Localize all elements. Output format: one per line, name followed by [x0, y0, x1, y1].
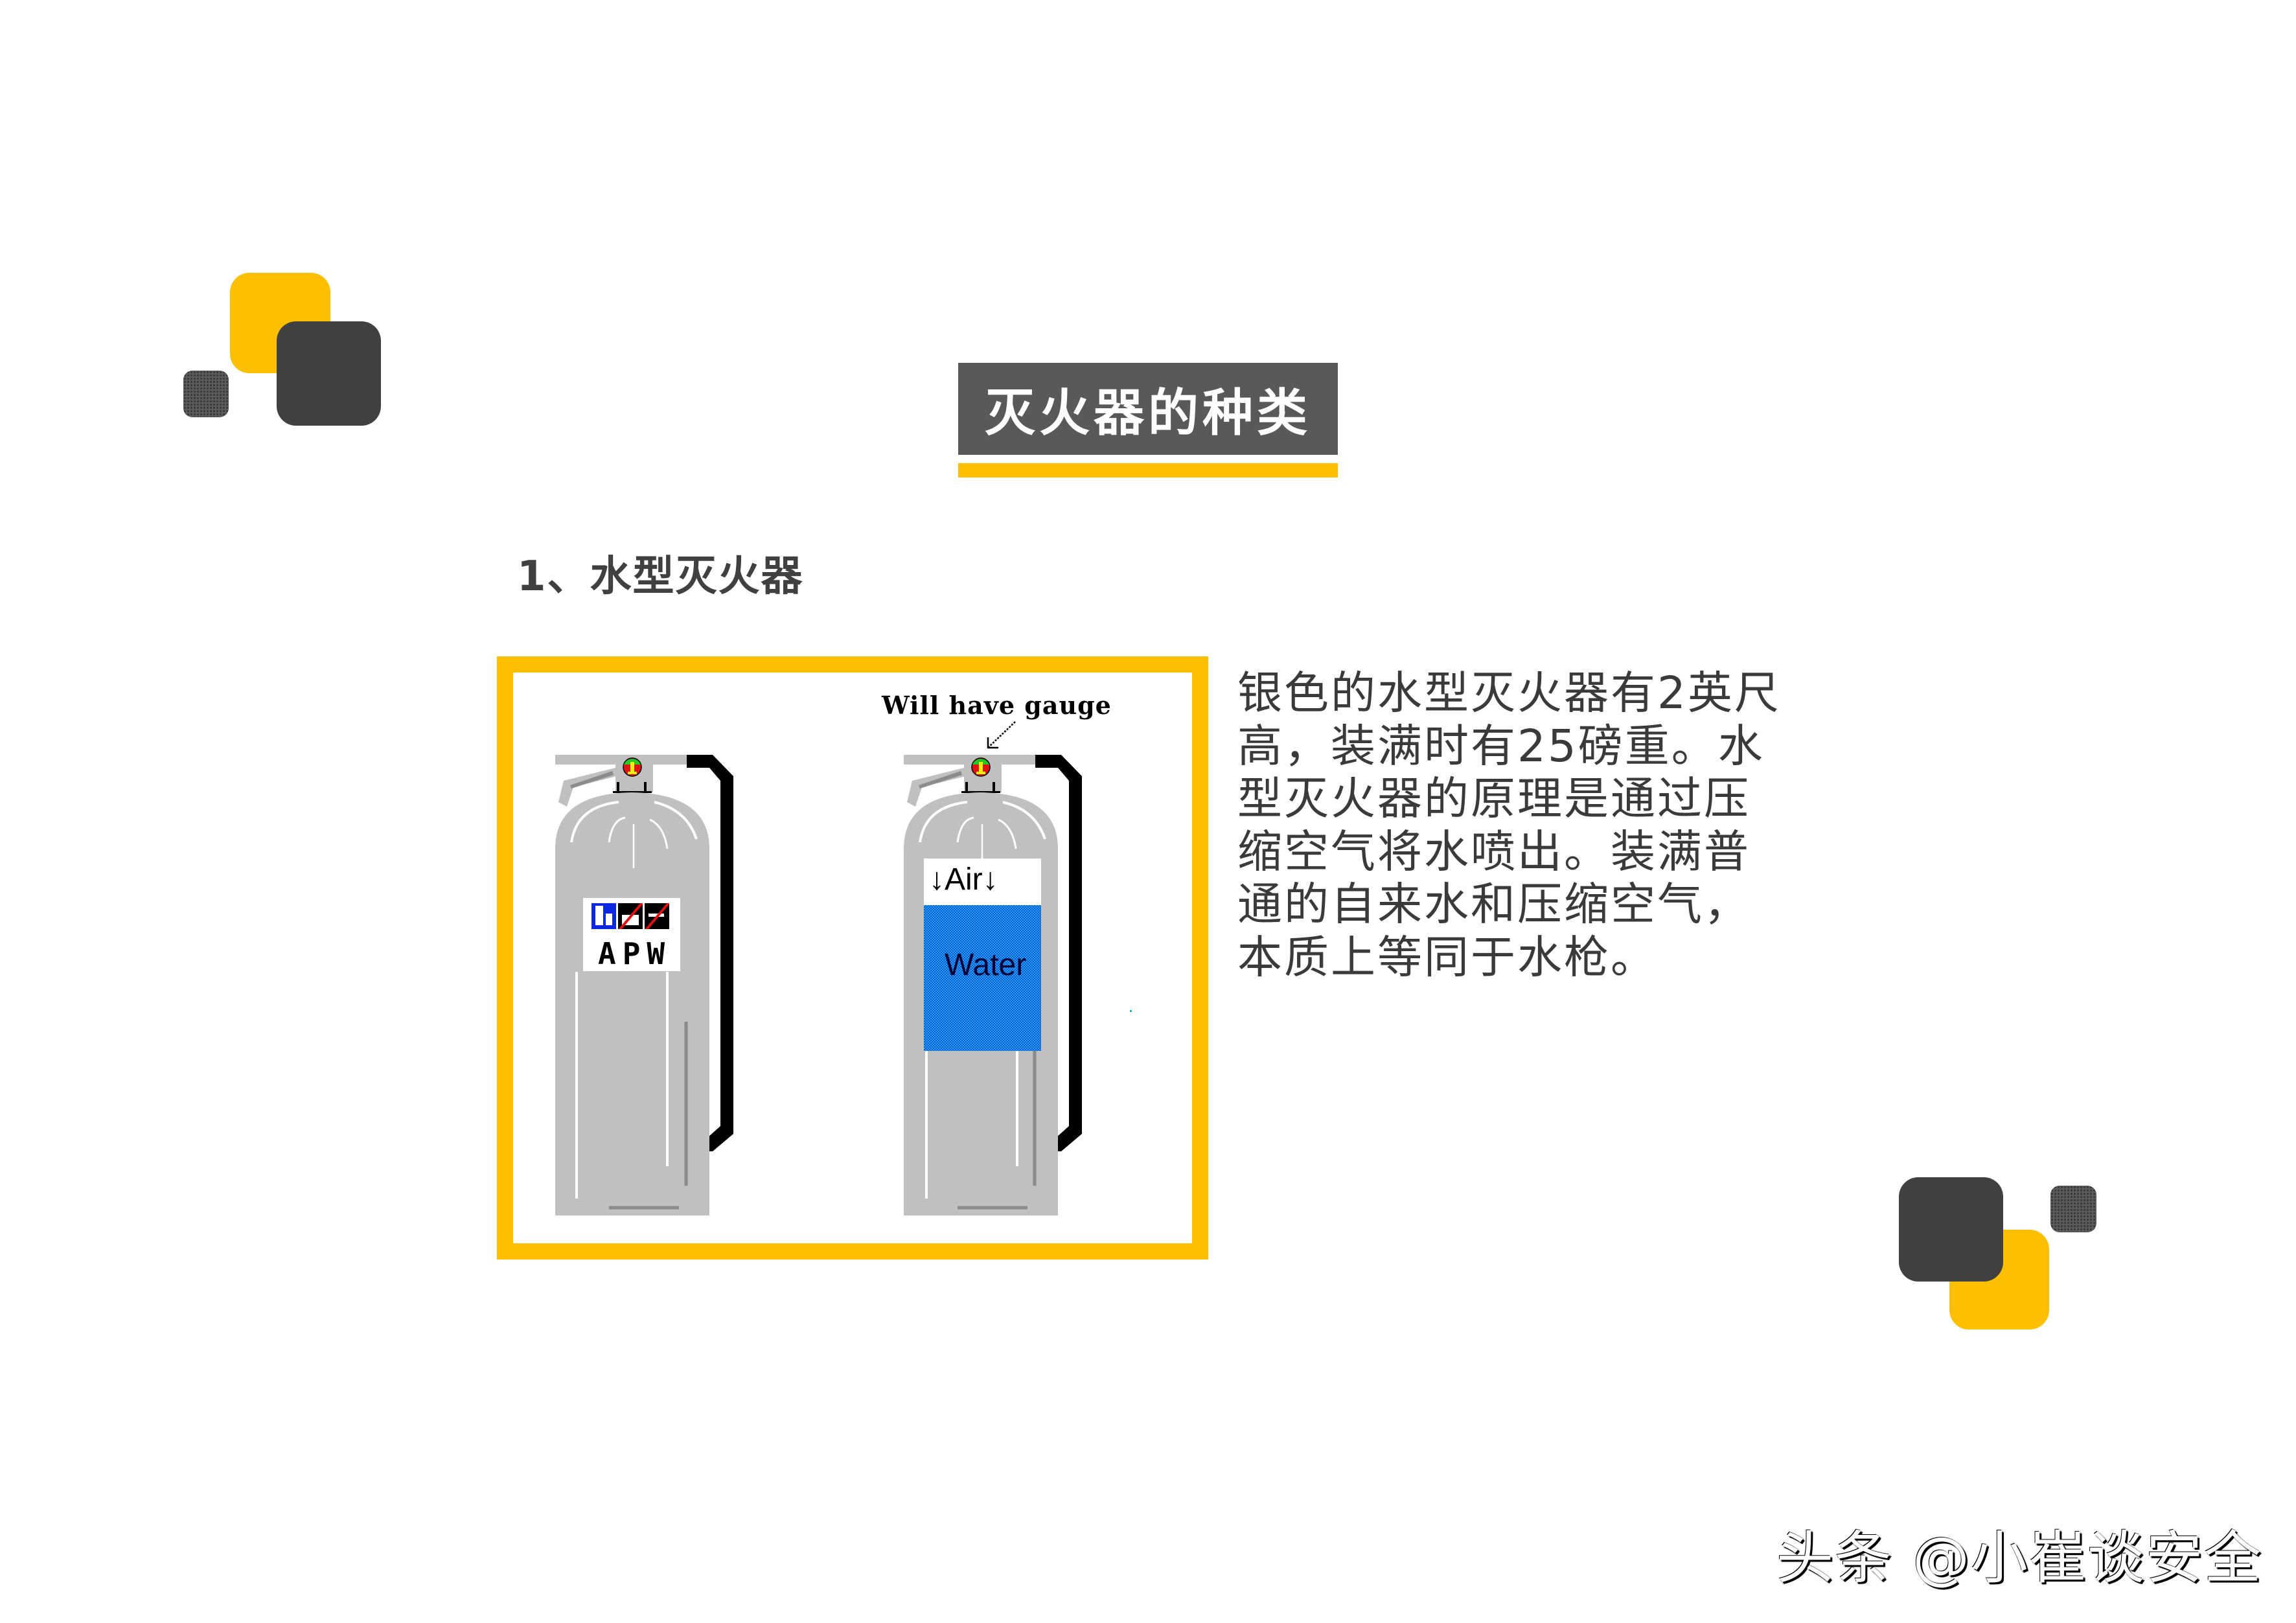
decor-square-dark-top [277, 321, 381, 426]
section-heading: 1、水型灭火器 [517, 553, 804, 601]
title-underline [958, 463, 1338, 478]
class-c-electrical-prohibited-icon [645, 903, 669, 929]
description-line: 高，装满时有25磅重。水 [1237, 720, 1765, 772]
description-line: 通的自来水和压缩空气， [1237, 879, 1751, 930]
air-label: ↓Air↓ [929, 862, 998, 897]
air-section [924, 858, 1041, 907]
water-section [924, 905, 1041, 1051]
gauge-callout-text: Will have gauge [882, 691, 1112, 720]
extinguisher-left-drawing [555, 755, 733, 1215]
class-b-flammable-liquids-prohibited-icon [618, 903, 643, 929]
callout-arrow-icon [987, 721, 1016, 749]
decor-square-dotted-bottom [2050, 1186, 2096, 1232]
description-line: 银色的水型灭火器有2英尺 [1237, 667, 1781, 719]
page-title-text: 灭火器的种类 [984, 384, 1311, 443]
extinguisher-type-label: APW [598, 936, 672, 971]
description-line: 型灭火器的原理是通过压 [1237, 773, 1751, 825]
description-line: 本质上等同于水枪。 [1237, 931, 1657, 984]
watermark: 头条 @小崔谈安全 [1776, 1525, 2262, 1591]
decor-square-dark-bottom [1899, 1177, 2003, 1282]
description-line: 缩空气将水喷出。装满普 [1237, 825, 1751, 878]
class-a-ordinary-combustibles-icon [591, 903, 616, 929]
cyan-speck [1130, 1010, 1132, 1012]
water-label: Water [945, 948, 1027, 982]
description-text: 银色的水型灭火器有2英尺 高，装满时有25磅重。水 型灭火器的原理是通过压 缩空… [1237, 667, 1808, 984]
page-title: 灭火器的种类 [958, 363, 1338, 455]
decor-square-dotted-top [183, 371, 229, 417]
